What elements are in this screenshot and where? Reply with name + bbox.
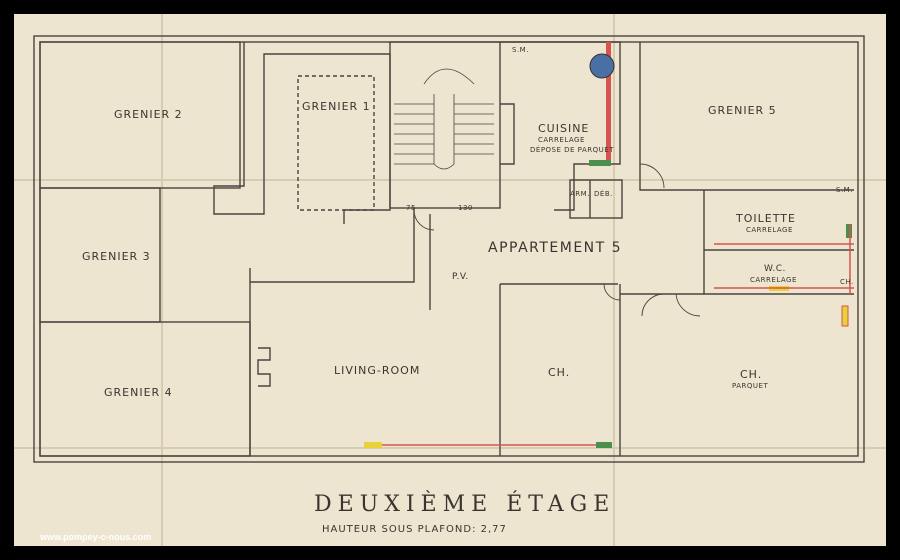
kitchen-red-wall xyxy=(606,42,611,162)
stair-steps xyxy=(394,68,494,170)
label-toilette: TOILETTE xyxy=(736,212,796,225)
paper-folds xyxy=(14,14,886,546)
sm-right: S.M. xyxy=(836,186,853,194)
stairwell xyxy=(389,41,501,209)
plan-subtitle: HAUTEUR SOUS PLAFOND: 2,77 xyxy=(322,524,507,535)
blueprint-paper: GRENIER 2 GRENIER 1 GRENIER 3 GRENIER 4 … xyxy=(14,14,886,546)
ch-small: CH. xyxy=(840,278,854,286)
label-wc-floor: CARRELAGE xyxy=(750,276,797,284)
grenier-5-outline xyxy=(639,42,854,191)
watermark: www.pompey-c-nous.com xyxy=(40,532,152,542)
outer-wall xyxy=(33,35,865,463)
living-green-strip xyxy=(596,442,612,448)
stove-symbol xyxy=(589,53,615,79)
dim-left: 75 xyxy=(406,204,416,212)
floor-plan-drawing xyxy=(14,14,886,546)
toilette-fixture xyxy=(846,224,852,238)
label-armoire: ARM. xyxy=(570,190,590,198)
label-grenier-1: GRENIER 1 xyxy=(302,100,371,113)
label-cuisine-note: DÉPOSE DE PARQUET xyxy=(530,146,614,154)
wc-fixture xyxy=(841,305,849,327)
label-grenier-2: GRENIER 2 xyxy=(114,108,183,121)
label-appartement: APPARTEMENT 5 xyxy=(488,240,623,256)
label-chambre-1: CH. xyxy=(548,366,571,379)
kitchen-sink xyxy=(589,160,611,166)
living-yellow-strip xyxy=(364,442,382,448)
label-grenier-3: GRENIER 3 xyxy=(82,250,151,263)
label-pv: P.V. xyxy=(452,272,469,282)
label-cuisine: CUISINE xyxy=(538,122,590,135)
plan-title: DEUXIÈME ÉTAGE xyxy=(314,492,616,517)
kitchen-partition xyxy=(500,103,515,165)
living-room-top xyxy=(250,208,415,283)
label-debarras: DÉB. xyxy=(594,190,613,198)
label-wc: W.C. xyxy=(764,264,786,274)
label-living-room: LIVING-ROOM xyxy=(334,364,421,377)
chimney-stub xyxy=(257,347,271,387)
label-grenier-4: GRENIER 4 xyxy=(104,386,173,399)
closets xyxy=(569,179,623,219)
label-cuisine-floor: CARRELAGE xyxy=(538,136,585,144)
door-swings xyxy=(413,163,701,317)
colored-annotations xyxy=(364,42,854,448)
label-toilette-floor: CARRELAGE xyxy=(746,226,793,234)
label-grenier-5: GRENIER 5 xyxy=(708,104,777,117)
grenier-1-dashed xyxy=(297,75,375,211)
sm-top: S.M. xyxy=(512,46,529,54)
label-chambre-2-floor: PARQUET xyxy=(732,382,769,390)
label-chambre-2: CH. xyxy=(740,368,763,381)
dim-right: 130 xyxy=(458,204,473,212)
